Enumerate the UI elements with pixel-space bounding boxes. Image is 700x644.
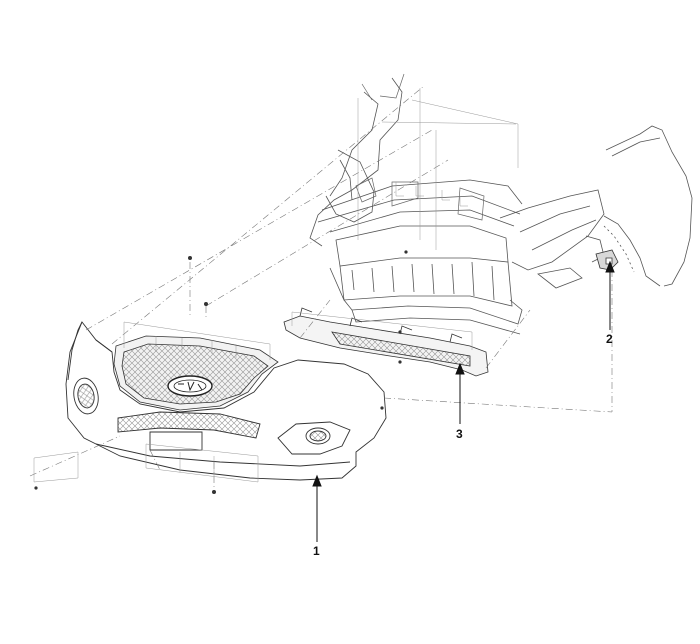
radiator-grille — [113, 335, 279, 411]
explosion-lines — [29, 85, 613, 492]
bolt-icon — [380, 406, 384, 410]
callout-label-2: 2 — [606, 332, 613, 346]
left-mounting-frame — [355, 73, 485, 221]
bolt-icon — [212, 490, 216, 494]
bolt-icon — [398, 360, 402, 364]
callout-label-1: 1 — [313, 544, 320, 558]
bolt-icon — [34, 486, 38, 490]
beam-part-3 — [283, 307, 489, 377]
leader-lines — [312, 260, 615, 542]
front-end-carrier — [309, 77, 605, 335]
bumper-cover-part-1 — [65, 321, 387, 481]
bolt-icon — [188, 256, 192, 260]
arrowhead-1-icon — [312, 474, 322, 487]
construction-lines — [33, 88, 519, 483]
arrowhead-2-icon — [605, 260, 615, 273]
right-fender — [603, 125, 693, 287]
bolt-icon — [398, 330, 402, 334]
arrowhead-3-icon — [455, 362, 465, 375]
callout-label-3: 3 — [456, 427, 463, 441]
fasteners — [34, 250, 408, 494]
bracket-part-2 — [595, 249, 619, 271]
kia-logo-icon — [167, 375, 213, 397]
bolt-icon — [204, 302, 208, 306]
bolt-icon — [404, 250, 408, 254]
